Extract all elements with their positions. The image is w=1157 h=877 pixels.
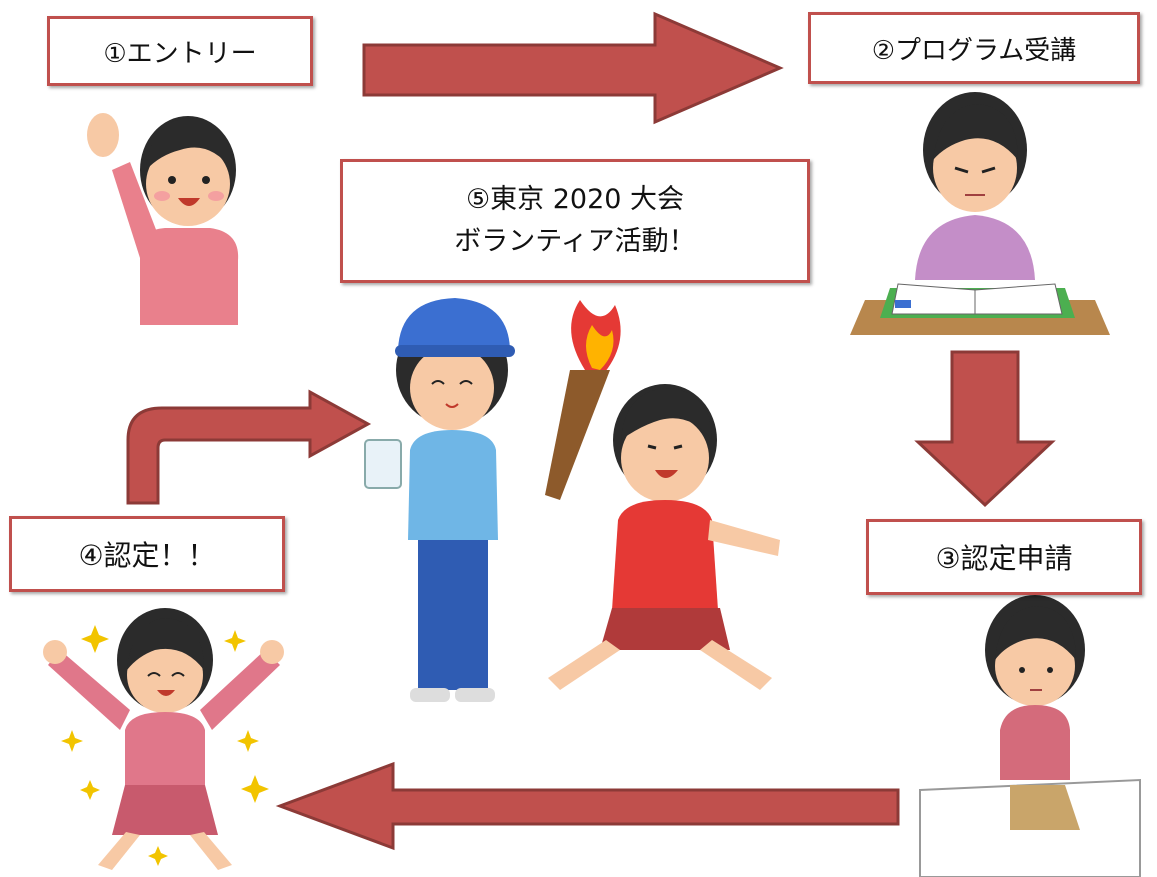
arrow-down-right <box>914 350 1056 508</box>
arrow-left-bottom <box>275 761 900 851</box>
step-certified-label: ④認定！！ <box>78 539 216 572</box>
woman-submitting-illustration <box>919 595 1141 877</box>
step-volunteer-line2: ボランティア活動！ <box>454 226 696 257</box>
volunteer-illustration <box>364 298 515 702</box>
step-program-label: ②プログラム受講 <box>871 35 1077 66</box>
torch-runner-illustration <box>545 300 780 690</box>
woman-studying-illustration <box>850 92 1110 335</box>
step-entry-box: ①エントリー <box>47 16 313 86</box>
step-apply-box: ③認定申請 <box>866 519 1142 595</box>
step-program-box: ②プログラム受講 <box>808 12 1140 84</box>
step-volunteer-box: ⑤東京 2020 大会 ボランティア活動！ <box>340 159 810 283</box>
sparkle-icons <box>61 625 269 866</box>
step-certified-box: ④認定！！ <box>9 516 285 592</box>
step-entry-label: ①エントリー <box>103 38 257 69</box>
arrow-right-top <box>362 11 784 125</box>
step-volunteer-line1: ⑤東京 2020 大会 <box>465 184 685 215</box>
step-apply-label: ③認定申請 <box>935 542 1073 575</box>
woman-raising-hand-illustration <box>87 113 239 325</box>
arrow-bent-up-right <box>126 389 372 505</box>
woman-jumping-illustration <box>43 608 284 870</box>
